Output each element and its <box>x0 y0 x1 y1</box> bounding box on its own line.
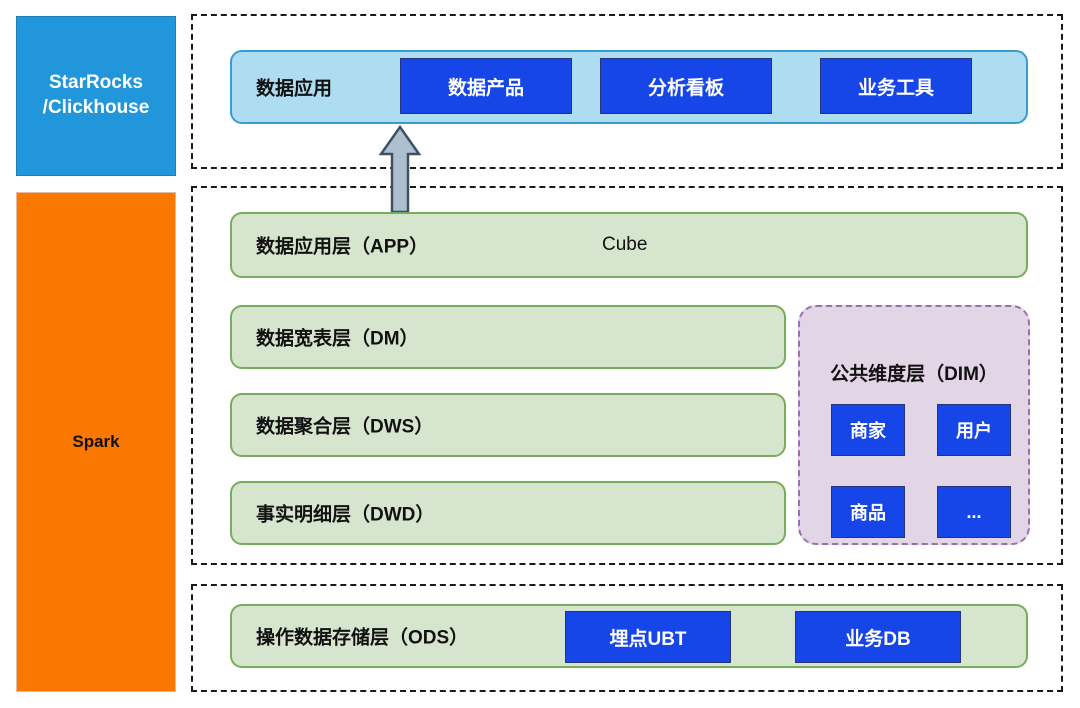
chip-dim-product[interactable]: 商品 <box>831 486 905 538</box>
layer-dws: 数据聚合层（DWS） <box>230 393 786 457</box>
chip-data-product[interactable]: 数据产品 <box>400 58 572 114</box>
layer-dm: 数据宽表层（DM） <box>230 305 786 369</box>
engine-label-line-1: StarRocks <box>49 72 143 94</box>
engine-box-spark: Spark <box>16 192 176 692</box>
chip-analysis-dashboard[interactable]: 分析看板 <box>600 58 772 114</box>
layer-dwd-title: 事实明细层（DWD） <box>256 504 435 526</box>
up-arrow-icon <box>378 124 422 214</box>
layer-dm-title: 数据宽表层（DM） <box>256 328 419 350</box>
group-frame-warehouse <box>191 186 1063 565</box>
engine-label-line-2: /Clickhouse <box>42 97 150 118</box>
dim-panel-title: 公共维度层（DIM） <box>830 364 998 385</box>
group-frame-application <box>191 14 1063 169</box>
chip-ods-business-db[interactable]: 业务DB <box>795 611 961 663</box>
engine-label-spark: Spark <box>72 431 120 451</box>
layer-dwd: 事实明细层（DWD） <box>230 481 786 545</box>
group-frame-ods <box>191 584 1063 692</box>
data-application-label: 数据应用 <box>256 78 333 100</box>
chip-dim-user[interactable]: 用户 <box>937 404 1011 456</box>
chip-dim-merchant[interactable]: 商家 <box>831 404 905 456</box>
chip-business-tool[interactable]: 业务工具 <box>820 58 972 114</box>
engine-box-starrocks: StarRocks /Clickhouse <box>16 16 176 176</box>
layer-app-title: 数据应用层（APP） <box>256 236 429 258</box>
chip-ods-ubt[interactable]: 埋点UBT <box>565 611 731 663</box>
layer-ods-title: 操作数据存储层（ODS） <box>256 627 469 649</box>
layer-app: 数据应用层（APP） Cube <box>230 212 1028 278</box>
chip-dim-more[interactable]: ... <box>937 486 1011 538</box>
layer-dws-title: 数据聚合层（DWS） <box>256 416 434 438</box>
layer-app-note: Cube <box>602 234 648 255</box>
